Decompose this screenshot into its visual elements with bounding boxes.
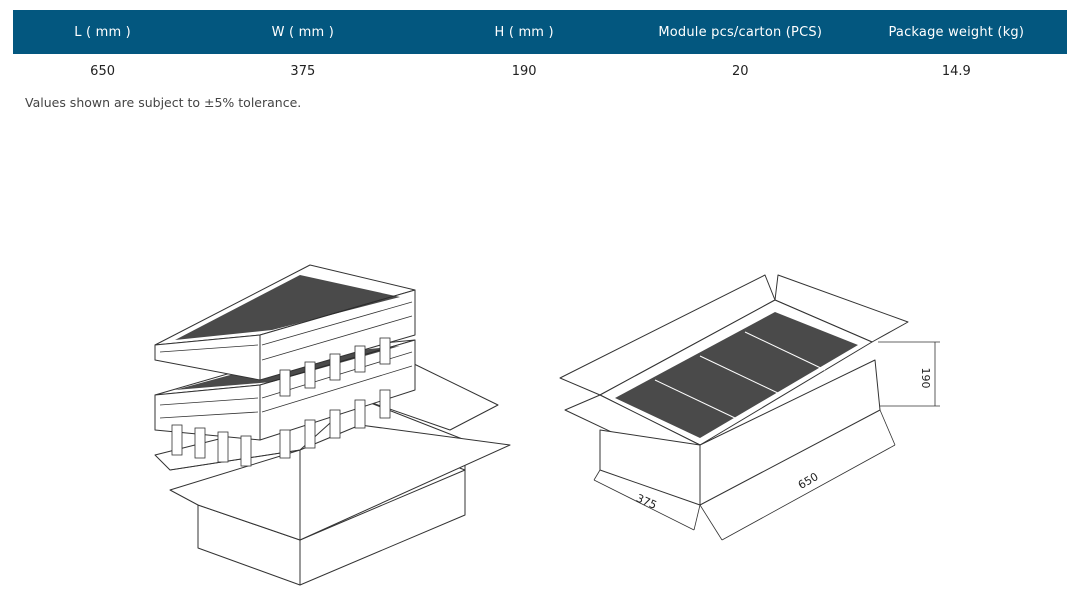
header-length: L ( mm ) <box>13 10 193 54</box>
dimensioned-carton-illustration: 190 375 650 <box>559 274 940 541</box>
header-module-pcs: Module pcs/carton (PCS) <box>634 10 846 54</box>
table-row: 650 375 190 20 14.9 <box>13 54 1067 88</box>
cell-height: 190 <box>511 63 537 79</box>
height-dimension-label: 190 <box>919 368 932 389</box>
header-package-weight: Package weight (kg) <box>845 10 1067 54</box>
spec-header-row: L ( mm ) W ( mm ) H ( mm ) Module pcs/ca… <box>13 10 1067 54</box>
cell-length: 650 <box>90 63 115 79</box>
height-dimension: 190 <box>878 341 940 407</box>
header-width: W ( mm ) <box>192 10 414 54</box>
upper-tray <box>154 264 416 397</box>
header-height: H ( mm ) <box>413 10 635 54</box>
length-dimension-label: 650 <box>796 470 821 492</box>
width-dimension-label: 375 <box>634 492 658 512</box>
cell-module-pcs: 20 <box>731 63 749 79</box>
tolerance-note: Values shown are subject to ±5% toleranc… <box>25 95 302 110</box>
cell-package-weight: 14.9 <box>941 63 971 79</box>
cell-width: 375 <box>290 63 316 79</box>
open-carton-illustration <box>154 264 511 586</box>
spec-table: L ( mm ) W ( mm ) H ( mm ) Module pcs/ca… <box>13 10 1067 88</box>
